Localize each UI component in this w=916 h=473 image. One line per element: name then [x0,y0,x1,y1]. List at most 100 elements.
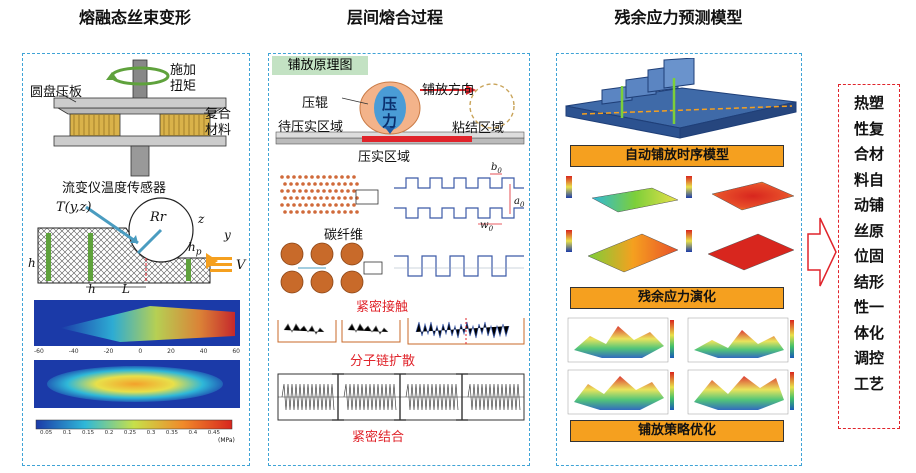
strategy-optimization-plots [567,317,794,415]
fiber-dot [289,182,293,186]
fiber-dot [331,196,335,200]
fiber-dot [331,210,335,214]
fiber-dot [313,182,317,186]
fiber-dot [319,182,323,186]
axis-tick: -60 [34,348,44,355]
fiber-dot [352,189,356,193]
fiber-dot [307,196,311,200]
colorbar-tick: 0.15 [81,430,95,436]
fiber-dot [316,189,320,193]
fiber-dot [352,175,356,179]
label-L: L [122,282,130,296]
fiber-dot [343,182,347,186]
axis-tick: 0 [138,348,143,355]
label-t-yz: T(y,z) [56,200,92,215]
fiber-dot [325,196,329,200]
label-force-1: 压 [382,95,398,113]
heatmap-axis: -60 -40 -20 0 20 40 60 [34,348,240,355]
fiber-dot [355,210,359,214]
panel-filament-deformation [22,53,250,466]
fiber-dot [307,182,311,186]
fiber-dot [343,196,347,200]
fiber-dot [298,189,302,193]
fiber-dot [349,196,353,200]
fiber-dot [286,189,290,193]
colorbar-tick: 0.45 [207,430,220,436]
label-disc-plate: 圆盘压板 [30,85,83,100]
fiber-dot [286,175,290,179]
fiber-dot [292,189,296,193]
label-y: y [224,228,231,242]
banner-strategy-optimization: 铺放策略优化 [570,420,784,442]
label-material: 材料 [205,123,232,138]
axis-tick: -20 [103,348,114,355]
fiber-dot [334,175,338,179]
label-hp: hp [188,240,202,258]
molecular-diffusion-schematic [277,318,525,345]
result-arrow [807,217,837,287]
layup-timing-model [565,58,797,139]
label-compact-area: 压实区域 [358,150,411,165]
colorbar-tick: 0.05 [40,430,53,436]
fiber-dot [304,189,308,193]
fiber-dot [280,203,284,207]
label-pending-area: 待压实区域 [278,120,344,135]
label-composite: 复合 [205,107,232,122]
axis-tick: 40 [199,348,208,355]
label-h-bottom: h [88,282,96,296]
label-direction: 铺放方向 [422,83,475,98]
fiber-dot [295,182,299,186]
colorbar-tick: 0.1 [62,430,72,436]
fiber-dot [346,175,350,179]
principle-tag: 铺放原理图 [272,56,368,75]
colorbar-ticks: 0.05 0.1 0.15 0.2 0.25 0.3 0.35 0.4 0.45 [40,430,220,436]
label-a0: a0 [514,196,525,209]
fiber-dot [328,175,332,179]
panel-residual-stress [556,53,802,466]
label-force-2: 力 [382,112,398,130]
fiber-dot [301,182,305,186]
fiber-dots [280,175,379,214]
fiber-dot [295,196,299,200]
fiber-dot [325,210,329,214]
fiber-dot [289,210,293,214]
fiber-dot [286,203,290,207]
panel-interlayer-fusion [268,53,530,466]
fiber-dot [337,182,341,186]
label-roller: 压辊 [302,96,329,111]
fiber-dot [298,203,302,207]
fiber-dot [292,175,296,179]
result-text: 热塑性复合材料自动铺丝原位固结形性一体化调控工艺 [853,94,884,393]
fiber-dot [340,203,344,207]
fiber-dot [340,175,344,179]
fiber-dot [310,189,314,193]
fiber-dot [322,175,326,179]
colorbar-tick: 0.35 [165,430,179,436]
fiber-dot [355,182,359,186]
surface-roughness-wave [394,173,524,225]
fiber-dot [301,210,305,214]
fiber-dot [304,203,308,207]
fiber-dot [334,203,338,207]
label-w0: w0 [480,220,494,233]
fiber-dot [298,175,302,179]
fiber-dot [325,182,329,186]
colorbar-tick: 0.4 [188,430,198,436]
stress-heatmaps [34,300,240,430]
label-carbon-fiber: 碳纤维 [324,228,364,243]
fiber-dot [313,196,317,200]
label-z: z [198,212,205,226]
result-box: 热塑性复合材料自动铺丝原位固结形性一体化调控工艺 [838,84,900,429]
stress-evolution-plots [566,176,795,273]
layup-principle-schematic [275,81,525,145]
fiber-dot [337,196,341,200]
col1-title: 熔融态丝束变形 [78,8,191,27]
fiber-dot [307,210,311,214]
label-torque: 扭矩 [170,79,197,94]
col2-title: 层间熔合过程 [346,8,443,27]
bond-wave [467,383,521,411]
label-b0: b0 [491,162,502,175]
fiber-dot [292,203,296,207]
rheometer-schematic [53,59,227,177]
axis-tick: 60 [232,348,240,355]
